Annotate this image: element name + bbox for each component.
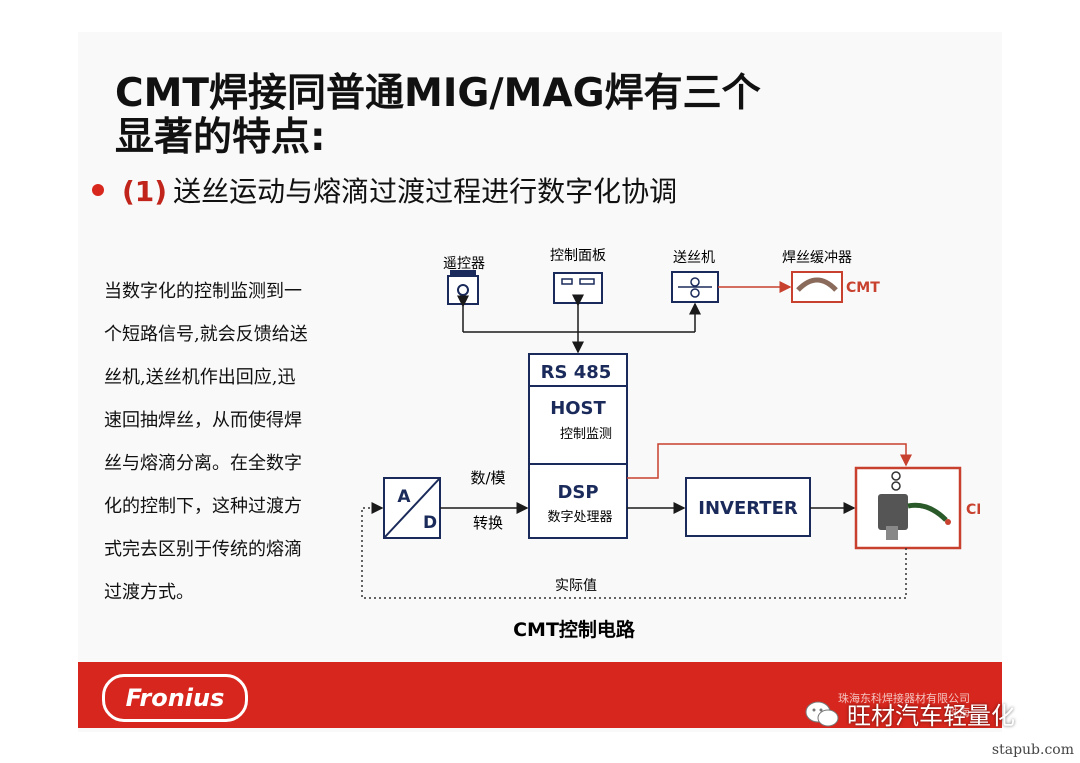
bullet-dot-icon [92, 184, 104, 196]
dsp-sublabel: 数字处理器 [547, 510, 612, 525]
ad-d-label: D [423, 513, 437, 533]
fronius-logo: Fronius [102, 674, 248, 722]
body-line: 过渡方式。 [104, 582, 194, 603]
bullet-number: (1) [122, 175, 168, 208]
cmt-torch-icon [854, 466, 962, 550]
bus-lines [457, 294, 701, 354]
slide-title: CMT焊接同普通MIG/MAG焊有三个 显著的特点: [115, 72, 835, 160]
label-panel: 控制面板 [550, 248, 606, 264]
body-line: 丝与熔滴分离。在全数字 [104, 453, 302, 474]
conversion-label-1: 数/模 [470, 469, 505, 487]
wire-buffer-icon [791, 271, 843, 303]
bullet-item: (1)送丝运动与熔滴过渡过程进行数字化协调 [92, 174, 677, 210]
company-name: 珠海东科焊接器材有限公司 珠海 [838, 692, 970, 720]
host-label: HOST [550, 398, 606, 419]
inverter-label: INVERTER [698, 498, 798, 519]
body-line: 速回抽焊丝，从而使得焊 [104, 410, 302, 431]
title-line-2: 显著的特点: [115, 115, 326, 160]
bullet-text: 送丝运动与熔滴过渡过程进行数字化协调 [173, 175, 678, 208]
site-watermark: stapub.com [991, 742, 1074, 758]
label-feeder: 送丝机 [673, 250, 715, 266]
label-remote: 遥控器 [443, 256, 485, 272]
feedback-loop-line [361, 502, 907, 599]
body-line: 个短路信号,就会反馈给送 [104, 324, 308, 345]
feedback-label: 实际值 [555, 578, 597, 594]
title-line-1: CMT焊接同普通MIG/MAG焊有三个 [115, 71, 761, 116]
cmt-control-diagram: 遥控器 控制面板 送丝机 焊丝缓冲器 CMT RS 485 HOST 控制监测 [361, 248, 980, 641]
label-buffer: 焊丝缓冲器 [782, 250, 852, 266]
host-dsp-block [528, 353, 628, 539]
footer-bar: Fronius 珠海东科焊接器材有限公司 珠海 [78, 662, 1002, 728]
rs485-label: RS 485 [541, 362, 612, 383]
wechat-watermark: 旺材汽车轻量化 [805, 696, 1015, 731]
control-panel-icon [553, 272, 603, 304]
diagram-caption: CMT控制电路 [513, 618, 636, 641]
conversion-label-2: 转换 [473, 514, 503, 532]
host-sublabel: 控制监测 [560, 427, 612, 442]
inverter-block [685, 477, 811, 537]
dsp-to-torch-line [627, 443, 912, 479]
company-line-1: 珠海东科焊接器材有限公司 [838, 692, 970, 705]
body-line: 式完去区别于传统的熔滴 [104, 539, 302, 560]
cmt-label-right: CMT [966, 502, 980, 518]
body-text: 当数字化的控制监测到一 个短路信号,就会反馈给送 丝机,送丝机作出回应,迅 速回… [104, 270, 344, 614]
body-line: 化的控制下，这种过渡方 [104, 496, 302, 517]
cmt-label-top: CMT [846, 280, 880, 296]
ad-a-label: A [397, 487, 411, 507]
dsp-label: DSP [557, 482, 598, 503]
ad-converter-block [383, 477, 441, 539]
company-line-2: 珠海 [948, 706, 970, 719]
wire-feeder-icon [671, 271, 719, 303]
body-line: 丝机,送丝机作出回应,迅 [104, 367, 296, 388]
wechat-account-name: 旺材汽车轻量化 [847, 702, 1015, 730]
body-line: 当数字化的控制监测到一 [104, 281, 302, 302]
wechat-icon [805, 701, 839, 726]
remote-controller-icon [447, 270, 479, 305]
